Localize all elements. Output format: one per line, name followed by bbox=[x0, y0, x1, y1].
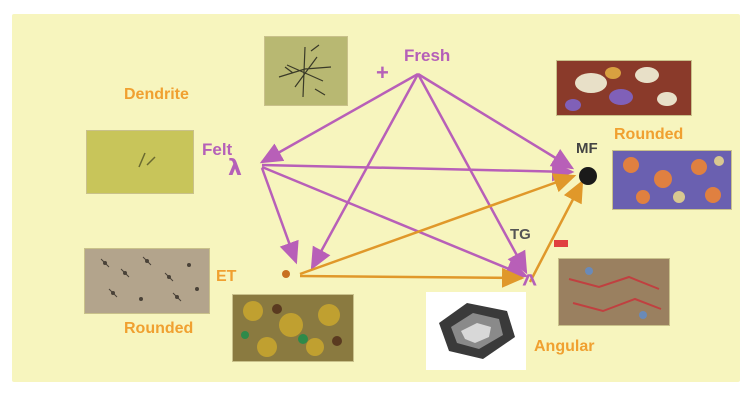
plus-icon: + bbox=[376, 60, 389, 86]
rounded-top-photo bbox=[556, 60, 692, 116]
arrow-felt-to-tg bbox=[262, 167, 526, 276]
arrow-fresh-to-mf bbox=[418, 74, 572, 168]
mf-label: MF bbox=[576, 140, 598, 157]
tg-minus-sign bbox=[554, 240, 568, 247]
mf-dot bbox=[579, 167, 597, 185]
angular-crystal-photo bbox=[426, 292, 526, 370]
dendrite-label: Dendrite bbox=[124, 86, 189, 104]
et-dot bbox=[282, 270, 290, 278]
lambda-icon: λ bbox=[228, 156, 242, 181]
fresh-label: Fresh bbox=[404, 46, 450, 66]
dendrite-photo bbox=[264, 36, 348, 106]
rounded-bottom-label: Rounded bbox=[124, 320, 193, 338]
caret-icon: ^ bbox=[522, 268, 537, 299]
arrow-et-to-mf bbox=[300, 176, 574, 274]
tg-photo bbox=[558, 258, 670, 326]
mf-photo bbox=[612, 150, 732, 210]
tg-label: TG bbox=[510, 226, 531, 243]
rounded-bottom-photo bbox=[232, 294, 354, 362]
arrow-felt-to-mf bbox=[262, 165, 572, 172]
rounded-top-label: Rounded bbox=[614, 126, 683, 144]
arrow-et-to-tg bbox=[300, 276, 522, 278]
arrow-felt-to-et bbox=[262, 168, 296, 262]
et-label: ET bbox=[216, 268, 236, 286]
angular-label: Angular bbox=[534, 338, 594, 356]
et-photo bbox=[84, 248, 210, 314]
felt-photo bbox=[86, 130, 194, 194]
